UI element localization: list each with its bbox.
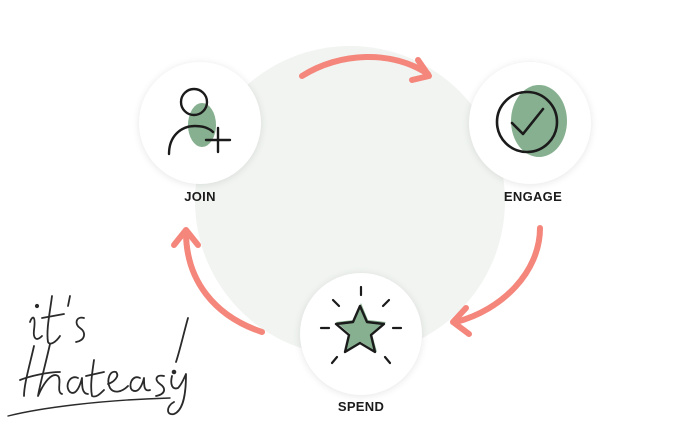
sparkle-star-icon xyxy=(319,285,403,365)
step-engage-label: ENGAGE xyxy=(503,189,563,204)
arrow-spend-to-join xyxy=(171,227,265,335)
check-circle-icon xyxy=(495,85,567,157)
arrow-engage-to-spend xyxy=(450,225,543,337)
step-join-label: JOIN xyxy=(184,189,216,204)
step-spend-circle xyxy=(300,273,422,395)
add-user-icon xyxy=(167,87,232,156)
arrow-join-to-engage xyxy=(299,54,432,83)
step-engage-circle xyxy=(469,62,591,184)
step-join-circle xyxy=(139,62,261,184)
step-spend-label: SPEND xyxy=(337,399,385,414)
